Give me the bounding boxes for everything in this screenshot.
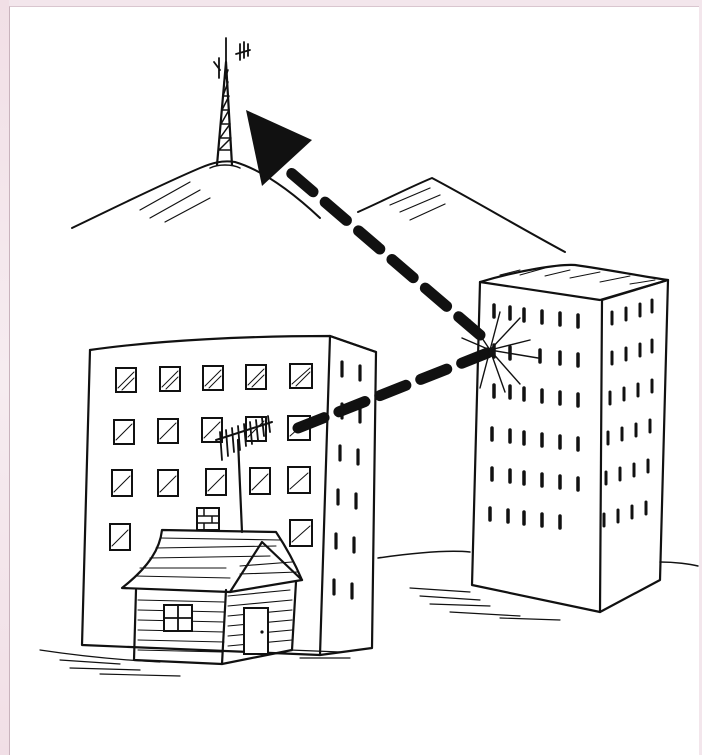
- house: [122, 508, 302, 664]
- arrow-head: [246, 110, 312, 186]
- reflection-burst: [462, 312, 538, 392]
- tall-building: [410, 265, 668, 620]
- signal-path: [246, 110, 490, 428]
- radio-tower: [210, 38, 250, 168]
- mountains: [72, 161, 565, 252]
- apartment-building: [82, 336, 376, 655]
- tv-antenna: [216, 416, 272, 532]
